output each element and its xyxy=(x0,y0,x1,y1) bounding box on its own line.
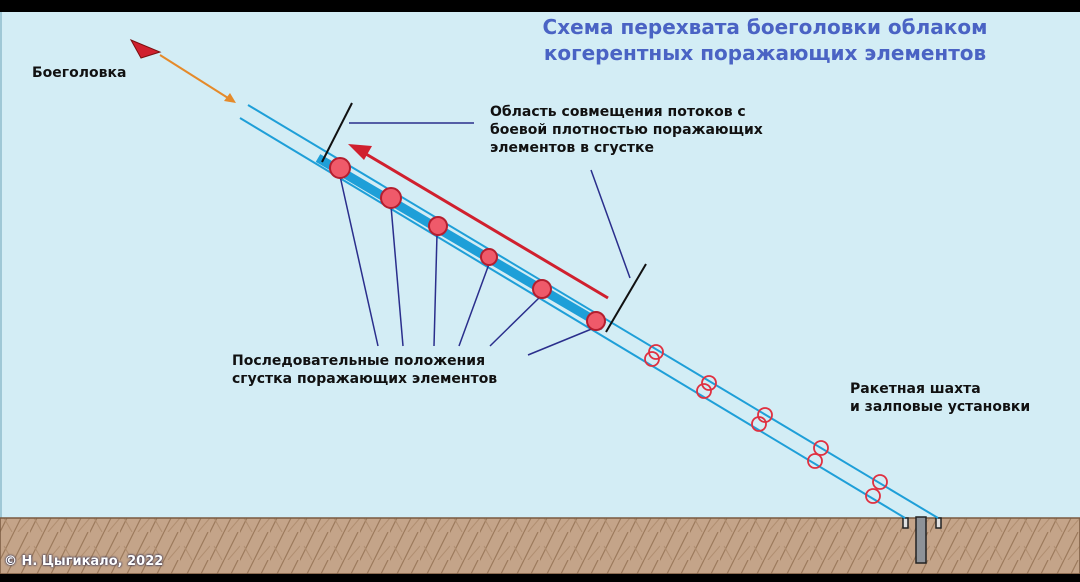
bottom-bar xyxy=(0,574,1080,582)
warhead-icon xyxy=(129,38,236,103)
area-label-line-1: Область совмещения потоков с xyxy=(490,104,746,120)
silo-label: Ракетная шахта и залповые установки xyxy=(850,380,1030,416)
sky-background xyxy=(0,12,1080,520)
cluster-position-2 xyxy=(380,187,402,209)
cluster-positions xyxy=(329,157,606,331)
stream-elements xyxy=(644,344,888,504)
positions-label-line-1: Последовательные положения xyxy=(232,353,486,369)
silo-label-line-2: и залповые установки xyxy=(850,399,1031,415)
cluster-position-4 xyxy=(480,248,498,266)
title-line-2: когерентных поражающих элементов xyxy=(543,41,987,65)
title-line-1: Схема перехвата боеголовки облаком xyxy=(542,15,988,39)
area-label-line-3: элементов в сгустке xyxy=(490,140,655,156)
diagram-title: Схема перехвата боеголовки облаком когер… xyxy=(470,14,1060,66)
merged-beam xyxy=(315,154,607,330)
direction-arrow xyxy=(348,144,609,300)
area-label-line-2: боевой плотностью поражающих xyxy=(490,122,763,138)
area-leaders xyxy=(349,122,631,279)
region-marker-top xyxy=(321,102,353,163)
positions-label: Последовательные положения сгустка пораж… xyxy=(232,352,497,388)
stream-left xyxy=(239,117,906,519)
cluster-position-5 xyxy=(532,279,552,299)
cluster-position-3 xyxy=(428,216,448,236)
ground-hatched xyxy=(0,517,1080,575)
positions-label-line-2: сгустка поражающих элементов xyxy=(232,371,498,387)
silo-label-line-1: Ракетная шахта xyxy=(850,381,981,397)
area-label: Область совмещения потоков с боевой плот… xyxy=(490,103,763,157)
missile-silo xyxy=(902,516,942,564)
copyright-notice: © Н. Цыгикало, 2022 xyxy=(4,554,164,569)
region-marker-bottom xyxy=(605,263,647,333)
cluster-position-6 xyxy=(586,311,606,331)
cluster-position-1 xyxy=(329,157,351,179)
positions-leaders xyxy=(339,175,595,356)
warhead-label: Боеголовка xyxy=(32,65,127,81)
